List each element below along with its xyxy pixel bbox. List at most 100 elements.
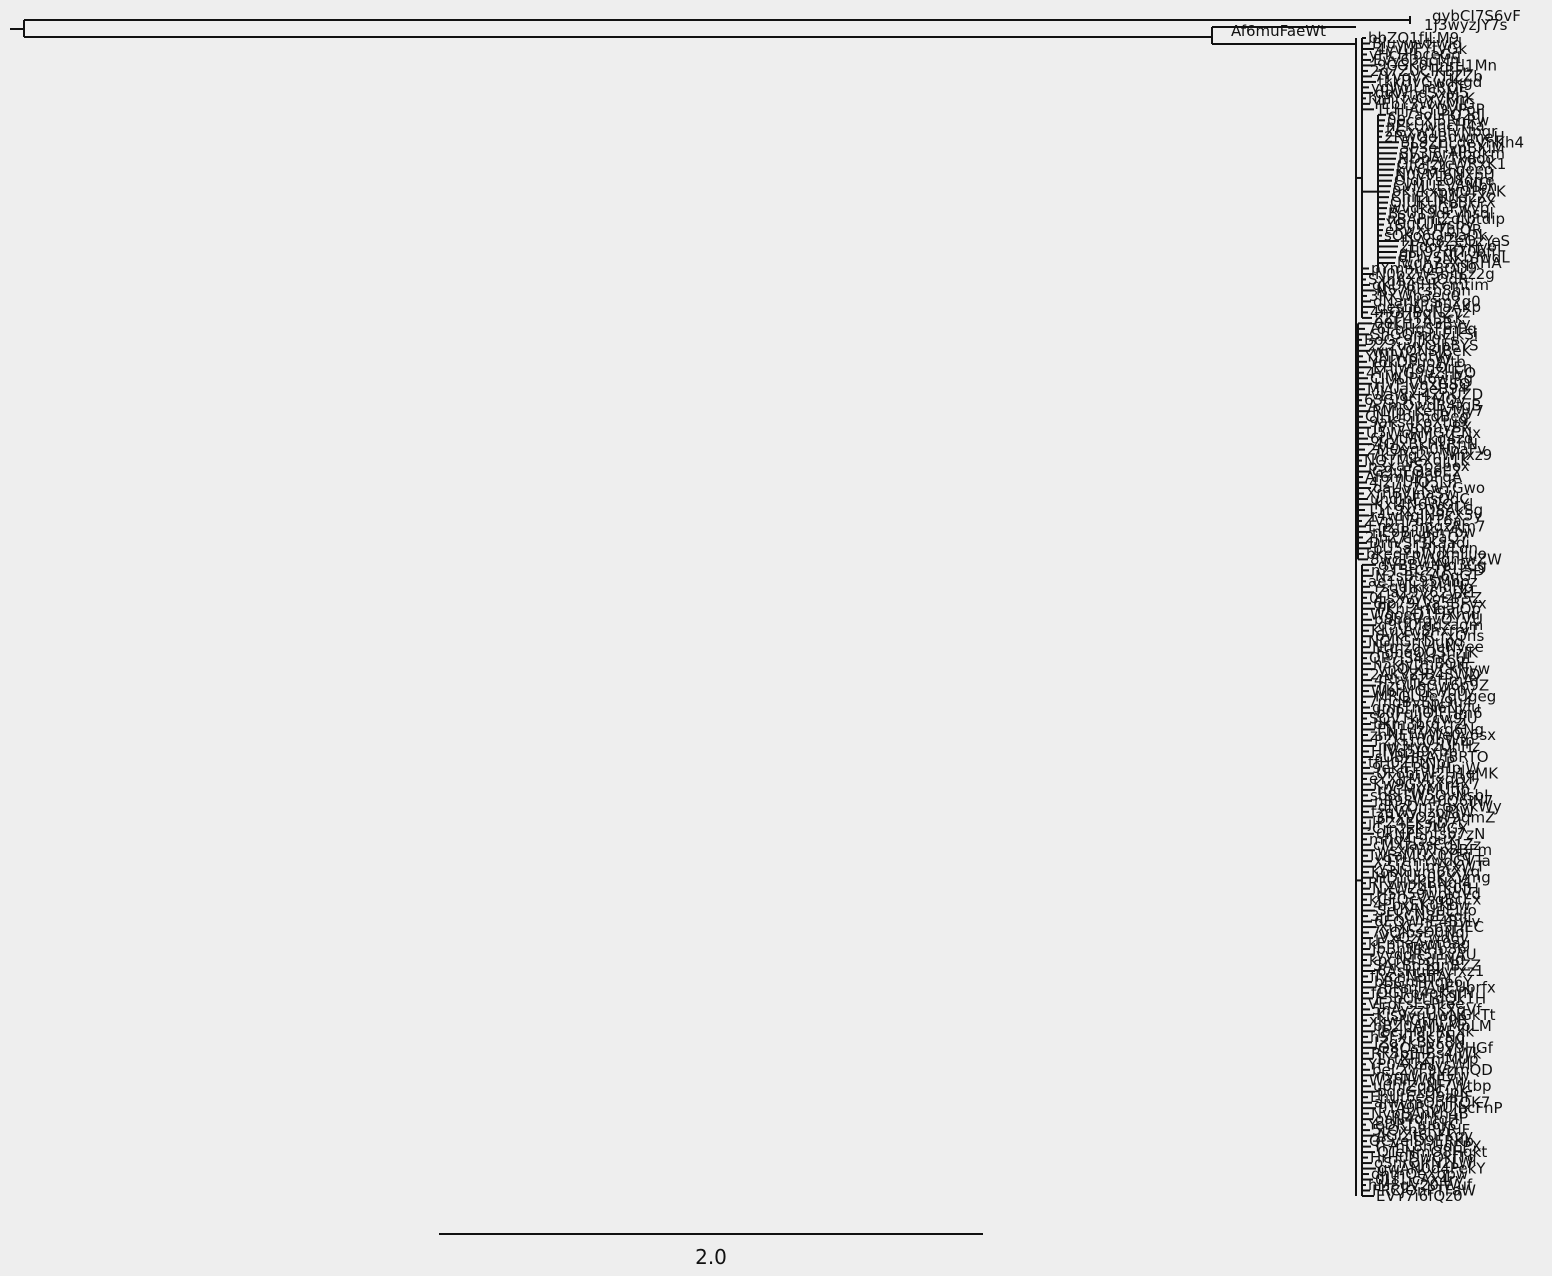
tip-label: JbBnNKHb86 (1371, 940, 1467, 958)
tip-label: p3xaYSbanox (1368, 457, 1470, 475)
tip-label: 0LsXvyKoIzP5Z (1369, 589, 1482, 607)
tip-label: wrLYONSJBeK (1372, 342, 1473, 360)
tip-label: b0PqiJOJFHm6 (1376, 704, 1483, 722)
tip-label: 6EQWnE4Bylv (1374, 913, 1481, 931)
tip-label: cL7aoLPQ2dJ (1388, 106, 1485, 124)
tip-label: 5tOxn8RVRlF (1372, 1121, 1470, 1139)
tip-label: qKUvnHKcmtim (1372, 276, 1489, 294)
tip-label: FgbqQQShzIK (1376, 644, 1479, 662)
tip-label: oaUv7KwYGwo (1373, 479, 1485, 497)
tip-label: NvpBAnkh4B (1371, 1105, 1469, 1123)
tip-label: ZVpH7d4T6ac (1364, 512, 1470, 530)
tip-label: 2AKVZJB4SWD (1370, 666, 1480, 684)
tip-label: SAkBd3qnBZZ (1373, 956, 1481, 974)
tip-label: 5L9ZnLdeVnKh4 (1401, 133, 1524, 151)
tip-label: T1L9xGD8AkSg (1366, 501, 1483, 519)
tip-label: NQTMjeXqjj1K (1364, 452, 1471, 470)
tip-label: aiwvmQbJRQK7 (1374, 1094, 1490, 1112)
tip-label: VnQuGyCkNyw (1377, 660, 1490, 678)
tip-label: wvdkqGPwyb (1389, 199, 1489, 217)
tip-label: bBZ0AMwMpLM (1373, 1017, 1492, 1035)
tip-label: nB98W40Q6IN7 (1374, 792, 1493, 810)
tip-label: 7YvqVx7TiZZb (1374, 67, 1483, 85)
tip-label: eYXJrM4fxqDT (1369, 770, 1476, 788)
scale-bar: 2.0 (439, 1233, 983, 1269)
tip-label: HVPIVhxGSQ (1374, 375, 1471, 393)
tip-label: 4RtvPZaHmAY (1374, 671, 1482, 689)
tip-label: 4nOHBqNZvz (1370, 303, 1470, 321)
tip-label: OjdrYsO8qrre (1394, 172, 1494, 190)
tip-label: 6Jp79LVa5BFvx (1373, 594, 1487, 612)
tip-label: 2Z2uyyQJbBYS (1368, 336, 1479, 354)
tip-label: ddWhdSxM5 (1375, 84, 1469, 102)
tip-label: SV3j6rAlbdkm (1399, 144, 1505, 162)
tip-label: EhUt6eU9zHF (1370, 1088, 1473, 1106)
tip-label: sb8ITW5OvNsbJ (1370, 786, 1489, 804)
tip-label: A7mQwdB4tgB (1368, 397, 1482, 415)
tip-label: sOKo6QmaDk (1384, 227, 1488, 245)
tip-label: 4YnyG9uZHyO (1366, 364, 1476, 382)
tip-label: dhthOeXqpw (1371, 1165, 1468, 1183)
tip-label: ae1wC95Mbpz (1368, 572, 1478, 590)
tip-label: QTeNmO8Hqkt (1377, 1143, 1487, 1161)
tip-label: ChiELNUkfzXc (1391, 188, 1496, 206)
tip-label: CvMUEVAMbh (1393, 177, 1497, 195)
tip-label: KobIuvm6tXyq (1371, 863, 1480, 881)
tip-label: yHcHlbceGq (1369, 45, 1461, 63)
tip-label: kCFQcVsgBcEx (1369, 891, 1481, 909)
tip-label: mRmPAuEUbrfx (1378, 978, 1496, 996)
tip-label: Af6mUPpFqA (1365, 468, 1463, 486)
tip-label-outgroup-2: 1J3wyzJY7s (1424, 16, 1508, 34)
tip-label: jlPZ4EKsjD7t (1367, 814, 1464, 832)
tip-label: FRCJOnPTFaW (1372, 1182, 1476, 1200)
tip-label: kwGa4Fqeeo (1396, 161, 1493, 179)
tip-label: xkwNGtHP9B (1369, 1011, 1468, 1029)
tip-label: IwFaMUX0Ytq (1370, 847, 1471, 865)
tip-label: 2jhZ7IdPFaQ7 (1365, 528, 1469, 546)
tip-label: NXWZ4hfK0fH (1372, 880, 1479, 898)
tip-label: DrtVSr3Kaadi (1369, 534, 1470, 552)
tip-label: vIaWxj4ZnUZD (1371, 386, 1483, 404)
tip-label: YJNIWgdtVy (1364, 347, 1453, 365)
tip-label: flycnNqffAr (1370, 967, 1454, 985)
tip-label: YEbY3WwMJG (1371, 95, 1475, 113)
tip-label: gHj97dfT0bfi (1399, 243, 1496, 261)
tip-label: mfIq4r9ouXi (1369, 830, 1461, 848)
tip-label: 6PrVSNKbTwdL (1398, 249, 1510, 267)
tip-label: 00kH2R3Bvy (1374, 314, 1471, 332)
tip-label: ShGOmIuEikSi (1371, 325, 1478, 343)
tip-label: 0Lf1jcAx4ry (1375, 1171, 1464, 1189)
tip-label: tzqWyuzbRIW (1371, 803, 1474, 821)
tip-label: Zja19V62yX1 (1376, 583, 1477, 601)
tip-label: NDbAvTxdoo (1398, 150, 1494, 168)
tip-label: dVBBwtNd3Cg (1378, 556, 1487, 574)
tip-label: f1Ad8ZeQzYeS (1401, 232, 1510, 250)
tip-label: PZkLtd0bWfp (1374, 731, 1474, 749)
tip-label: 4PbxEK0Kbw (1373, 896, 1470, 914)
tip-label: Evy63dcMn (1373, 51, 1460, 69)
tip-label: SxnAXeGOdR (1368, 270, 1468, 288)
tip-label: TLHjAcYDVPoP (1375, 100, 1485, 118)
tip-label: ZZP4TXJ3ck (1374, 309, 1464, 327)
tip-label: Y6kDPuoWtb (1368, 353, 1466, 371)
tip-label: qeshNuPaAKp (1377, 298, 1481, 316)
tip-label: G9uEOaoE2 (1372, 463, 1461, 481)
tip-label: HrH0DwOkfTq (1370, 1149, 1477, 1167)
tip-label: KLuVwShxrrvT (1371, 622, 1480, 640)
tip-label: Ti7nL8hUdEPX (1372, 1138, 1482, 1156)
tip-label: nw3jyVzUhHz (1378, 737, 1480, 755)
tip-label: pYmnLQBQD9 (1371, 260, 1477, 278)
tip-label: Kis9vuUwNGkTt (1376, 1006, 1496, 1024)
tip-label: r4wNqIN9kX5y (1371, 506, 1482, 524)
tip-label: EHJwrdgQrEn (1373, 358, 1472, 376)
tip-label: yqWuLmRQf (1371, 78, 1464, 96)
tip-label: 9aKs4koXtu9 (1369, 413, 1467, 431)
tip-label: 5PSeHvpBXiM (1400, 139, 1505, 157)
tip-label: EVY7i6fQz0 (1376, 1187, 1463, 1205)
tip-label: N2sBtCA6qGT (1375, 567, 1481, 585)
tip-label: bkm3brdYrZ (1373, 715, 1466, 733)
tip-label: bBGnFHqp6Y (1374, 973, 1473, 991)
tip-label: FKhiZrNqaiOp (1377, 600, 1481, 618)
tip-label: hzCUbGw6p9Z (1378, 677, 1489, 695)
